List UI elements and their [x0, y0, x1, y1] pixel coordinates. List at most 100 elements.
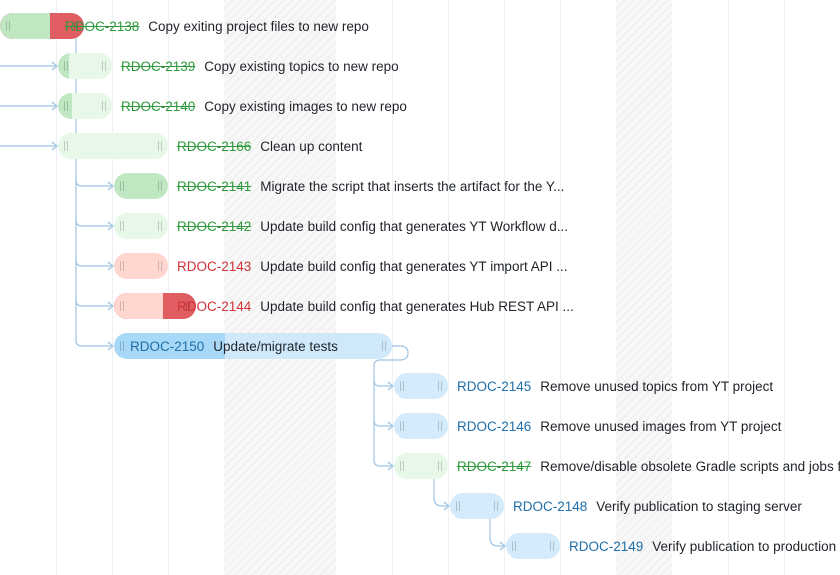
- task-bar[interactable]: [114, 293, 196, 319]
- task-bar[interactable]: [58, 93, 112, 119]
- issue-key-link[interactable]: RDOC-2141: [177, 179, 252, 194]
- task-progress: [114, 293, 164, 319]
- resize-handle-end[interactable]: [158, 261, 162, 271]
- dependency-line: [75, 179, 112, 187]
- resize-handle-end[interactable]: [550, 541, 554, 551]
- task-title: Migrate the script that inserts the arti…: [260, 179, 565, 194]
- issue-key-link[interactable]: RDOC-2142: [177, 219, 252, 234]
- resize-handle-start[interactable]: [400, 461, 404, 471]
- task-bar[interactable]: [394, 453, 448, 479]
- task-bar[interactable]: [394, 373, 448, 399]
- issue-key-link[interactable]: RDOC-2146: [457, 419, 532, 434]
- resize-handle-start[interactable]: [64, 141, 68, 151]
- resize-handle-start[interactable]: [400, 421, 404, 431]
- issue-key-link[interactable]: RDOC-2138: [65, 19, 140, 34]
- task-bar[interactable]: [114, 253, 168, 279]
- resize-handle-end[interactable]: [438, 421, 442, 431]
- resize-handle-end[interactable]: [158, 141, 162, 151]
- task-bar[interactable]: [58, 53, 112, 79]
- resize-handle-start[interactable]: [456, 501, 460, 511]
- resize-handle-start[interactable]: [512, 541, 516, 551]
- dependency-line: [75, 219, 112, 227]
- resize-handle-start[interactable]: [120, 261, 124, 271]
- task-title: Remove/disable obsolete Gradle scripts a…: [540, 459, 840, 474]
- task-row: RDOC-2145 Remove unused topics from YT pr…: [0, 372, 840, 402]
- dependency-line: [373, 419, 392, 427]
- resize-handle-start[interactable]: [120, 181, 124, 191]
- dependency-arrow: [107, 301, 114, 311]
- task-progress: [58, 93, 72, 119]
- issue-key-link[interactable]: RDOC-2143: [177, 259, 252, 274]
- resize-handle-start[interactable]: [64, 101, 68, 111]
- day-divider: [560, 0, 561, 575]
- task-bar[interactable]: [114, 333, 392, 359]
- day-divider: [56, 0, 57, 575]
- issue-key-link[interactable]: RDOC-2147: [457, 459, 532, 474]
- resize-handle-end[interactable]: [382, 341, 386, 351]
- issue-key-link[interactable]: RDOC-2150: [130, 339, 205, 354]
- task-bar[interactable]: [58, 133, 168, 159]
- issue-key-link[interactable]: RDOC-2149: [569, 539, 644, 554]
- task-title: Update build config that generates YT Wo…: [260, 219, 568, 234]
- resize-handle-end[interactable]: [186, 301, 190, 311]
- task-bar[interactable]: [0, 13, 84, 39]
- resize-handle-start[interactable]: [400, 381, 404, 391]
- dependency-line: [373, 345, 409, 467]
- task-title: Copy existing topics to new repo: [204, 59, 399, 74]
- issue-key-link[interactable]: RDOC-2166: [177, 139, 252, 154]
- task-bar[interactable]: [506, 533, 560, 559]
- resize-handle-end[interactable]: [158, 181, 162, 191]
- task-bar[interactable]: [394, 413, 448, 439]
- resize-handle-start[interactable]: [120, 301, 124, 311]
- dependency-line: [75, 259, 112, 267]
- task-label: RDOC-2144 Update build config that genera…: [177, 299, 574, 315]
- weekend-shade: [616, 0, 672, 575]
- task-bar[interactable]: [114, 213, 168, 239]
- dependency-arrow: [51, 141, 58, 151]
- resize-handle-end[interactable]: [438, 461, 442, 471]
- resize-handle-start[interactable]: [6, 21, 10, 31]
- task-title: Clean up content: [260, 139, 363, 154]
- resize-handle-end[interactable]: [102, 61, 106, 71]
- task-bar[interactable]: [114, 173, 168, 199]
- task-title: Update build config that generates Hub R…: [260, 299, 574, 314]
- resize-handle-end[interactable]: [158, 221, 162, 231]
- resize-handle-start[interactable]: [120, 341, 124, 351]
- resize-handle-start[interactable]: [120, 221, 124, 231]
- day-divider: [784, 0, 785, 575]
- task-title: Remove unused topics from YT project: [540, 379, 774, 394]
- task-label: RDOC-2141 Migrate the script that inserts…: [177, 179, 564, 195]
- task-row: RDOC-2166 Clean up content: [0, 132, 840, 162]
- dependency-arrow: [107, 181, 114, 191]
- resize-handle-end[interactable]: [494, 501, 498, 511]
- dependency-arrow: [107, 341, 114, 351]
- day-divider: [392, 0, 393, 575]
- day-divider: [504, 0, 505, 575]
- resize-handle-end[interactable]: [74, 21, 78, 31]
- issue-key-link[interactable]: RDOC-2144: [177, 299, 252, 314]
- task-title: Remove unused images from YT project: [540, 419, 782, 434]
- dependency-arrow: [107, 221, 114, 231]
- issue-key-link[interactable]: RDOC-2145: [457, 379, 532, 394]
- dependency-arrow: [387, 381, 394, 391]
- resize-handle-start[interactable]: [64, 61, 68, 71]
- task-bar[interactable]: [450, 493, 504, 519]
- task-label: RDOC-2166 Clean up content: [177, 139, 362, 155]
- task-label: RDOC-2147 Remove/disable obsolete Gradle …: [457, 459, 840, 475]
- resize-handle-end[interactable]: [438, 381, 442, 391]
- issue-key-link[interactable]: RDOC-2139: [121, 59, 196, 74]
- task-label: RDOC-2145 Remove unused topics from YT pr…: [457, 379, 773, 395]
- task-row: RDOC-2146 Remove unused images from YT pr…: [0, 412, 840, 442]
- issue-key-link[interactable]: RDOC-2148: [513, 499, 588, 514]
- issue-key-link[interactable]: RDOC-2140: [121, 99, 196, 114]
- task-row: RDOC-2142 Update build config that genera…: [0, 212, 840, 242]
- dependency-arrow: [387, 421, 394, 431]
- resize-handle-end[interactable]: [102, 101, 106, 111]
- day-divider: [168, 0, 169, 575]
